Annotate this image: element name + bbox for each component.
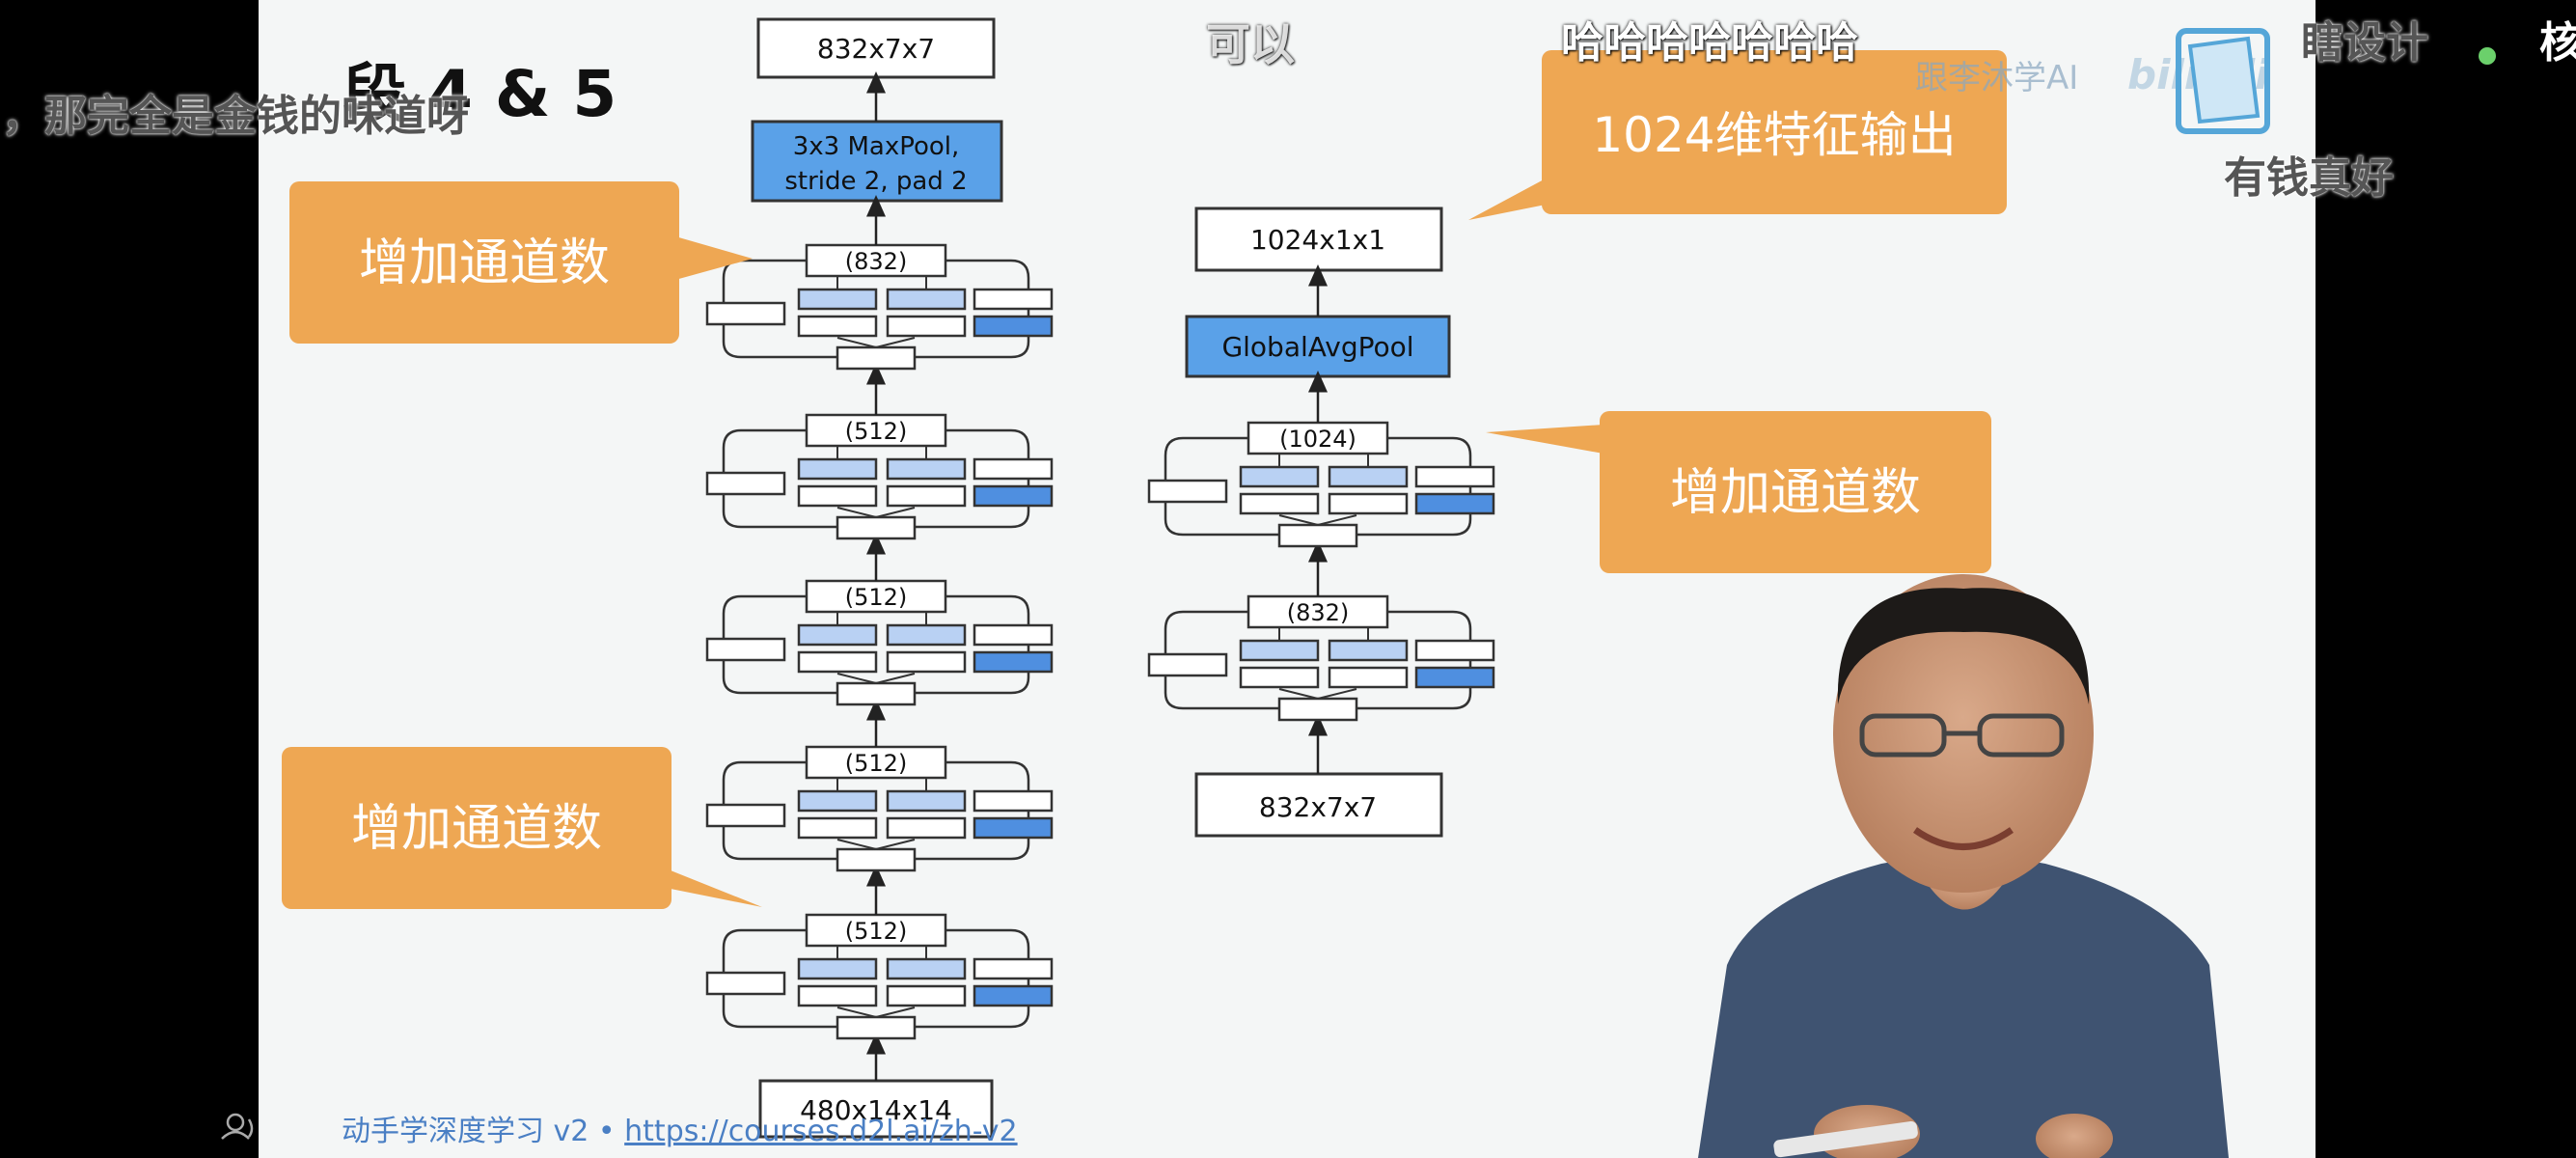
inception-block: (512): [705, 745, 1054, 872]
block-channel-label: (512): [845, 918, 908, 945]
input-shape-label: 480x14x14: [800, 1094, 952, 1126]
maxpool-label: 3x3 MaxPool,: [793, 132, 960, 161]
danmaku-comment: 哈哈哈哈哈哈哈: [1561, 18, 1858, 68]
danmaku-comment: 瞎设计: [2301, 18, 2428, 68]
block-channel-label: (512): [845, 584, 908, 611]
live-dot-icon: [2479, 47, 2496, 65]
callout-right: 增加通道数: [1486, 411, 1991, 573]
inception-block: (512): [705, 413, 1054, 540]
slide-title: 段 4 & 5: [343, 57, 617, 131]
inception-block: (512): [705, 579, 1054, 706]
callout-left-bottom: 增加通道数: [282, 747, 762, 909]
callout-text: 增加通道数: [359, 234, 610, 292]
input-shape-box: [1194, 772, 1443, 838]
danmaku-comment: ，那完全是金钱的味道呀: [2, 92, 469, 141]
global-avgpool-label: GlobalAvgPool: [1221, 331, 1413, 363]
block-channel-label: (512): [845, 750, 908, 777]
slide-footer: 动手学深度学习 v2 • https://courses.d2l.ai/zh-v…: [342, 1115, 1018, 1148]
output-shape-label: 832x7x7: [817, 33, 935, 65]
block-channel-label: (832): [1287, 599, 1350, 626]
danmaku-comment: 核: [2539, 18, 2576, 68]
presenter-video: [1698, 574, 2229, 1158]
callout-left-top: 增加通道数: [289, 181, 753, 344]
input-shape-label: 832x7x7: [1259, 791, 1377, 823]
course-link[interactable]: https://courses.d2l.ai/zh-v2: [624, 1115, 1017, 1148]
left-column-diagram: 480x14x14 (512) (512) (512) (512) (832) 3x3 Ma…: [705, 17, 1054, 1139]
inception-block: (832): [705, 243, 1054, 371]
inception-block: (832): [1147, 594, 1495, 722]
danmaku-comment: 可以: [1206, 18, 1295, 70]
inception-block: (512): [705, 913, 1054, 1040]
logo-icon: [2176, 28, 2270, 134]
block-channel-label: (512): [845, 418, 908, 445]
callout-text: 增加通道数: [1670, 464, 1921, 522]
block-channel-label: (1024): [1279, 426, 1357, 453]
callout-text: 增加通道数: [351, 800, 602, 858]
right-column-diagram: 832x7x7 (832) (1024) GlobalAvgPool 1024x1x1: [1147, 207, 1495, 838]
callout-text: 1024维特征输出: [1592, 107, 1956, 163]
output-shape-box: [1194, 207, 1443, 272]
callout-output: 1024维特征输出: [1468, 50, 2007, 220]
global-avgpool-box: [1185, 315, 1451, 378]
danmaku-comment: 有钱真好: [2224, 153, 2394, 203]
output-shape-label: 1024x1x1: [1250, 224, 1385, 256]
block-channel-label: (832): [845, 248, 908, 275]
channel-name: 跟李沐学AI: [1915, 59, 2078, 97]
inception-block: (1024): [1147, 421, 1495, 548]
channel-logo: 跟李沐学AI bilibili: [1915, 28, 2270, 134]
maxpool-label: stride 2, pad 2: [784, 167, 967, 196]
maxpool-box: [751, 120, 1003, 203]
output-shape-box: [756, 17, 996, 79]
user-icon[interactable]: [221, 1113, 254, 1140]
